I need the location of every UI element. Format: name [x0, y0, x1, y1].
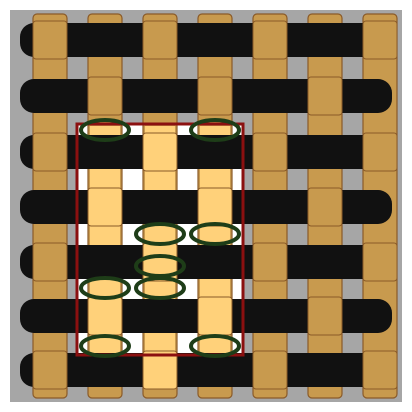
warp-over-segment	[88, 77, 122, 115]
warp-over-segment	[253, 133, 287, 171]
warp-over-segment	[198, 188, 232, 226]
warp-over-segment	[253, 243, 287, 281]
warp-over-segment	[198, 77, 232, 115]
warp-over-segment	[363, 351, 397, 389]
warp-over-segment	[143, 351, 177, 389]
warp-over-segment	[33, 21, 67, 59]
warp-over-segment	[88, 297, 122, 335]
warp-over-segment	[253, 21, 287, 59]
weft-thread	[20, 23, 392, 57]
warp-over-segment	[143, 21, 177, 59]
warp-over-segment	[88, 188, 122, 226]
warp-over-segment	[33, 243, 67, 281]
warp-over-segment	[363, 21, 397, 59]
warp-over-segment	[308, 77, 342, 115]
warp-over-segment	[363, 243, 397, 281]
warp-over-segment	[308, 297, 342, 335]
warp-over-segment	[308, 188, 342, 226]
warp-over-segment	[253, 351, 287, 389]
weft-thread	[20, 353, 392, 387]
warp-over-segment	[363, 133, 397, 171]
warp-over-segment	[33, 133, 67, 171]
warp-over-segment	[143, 133, 177, 171]
warp-over-segment	[198, 297, 232, 335]
warp-over-segment	[33, 351, 67, 389]
